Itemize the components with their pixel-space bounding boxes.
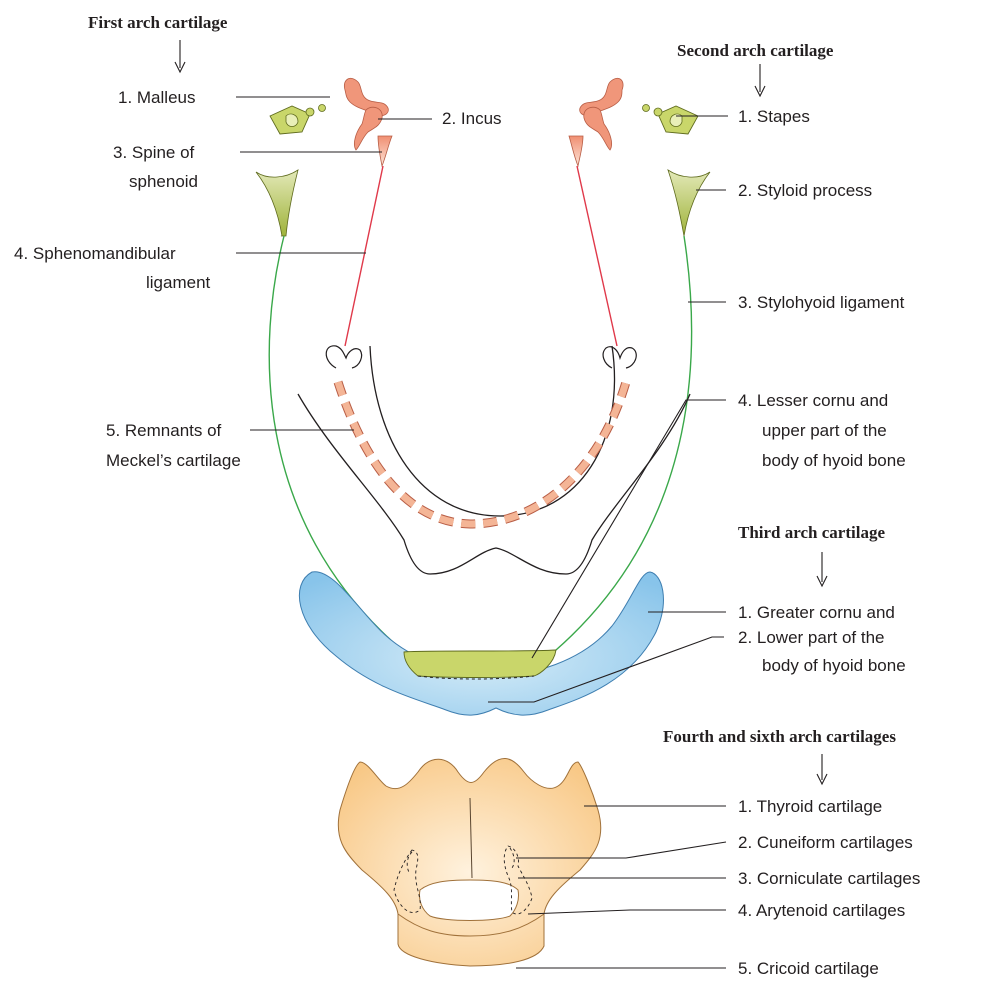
stapes-left-inner xyxy=(286,114,298,127)
label-meckel-line2: Meckel’s cartilage xyxy=(106,451,241,470)
stylohyoid-ligament-right xyxy=(556,236,692,650)
condyle-right xyxy=(603,347,636,368)
mandible-inner-outline xyxy=(370,346,614,516)
header-first-arch: First arch cartilage xyxy=(88,13,228,32)
label-lesser-line3: body of hyoid bone xyxy=(762,451,906,470)
label-arytenoid: 4. Arytenoid cartilages xyxy=(738,901,905,920)
label-meckel-line1: 5. Remnants of xyxy=(106,421,222,440)
label-stylohyoid: 3. Stylohyoid ligament xyxy=(738,293,905,312)
leader-arytenoid xyxy=(528,910,726,914)
label-malleus: 1. Malleus xyxy=(118,88,195,107)
styloid-process-right xyxy=(668,170,710,236)
label-lesser-line2: upper part of the xyxy=(762,421,887,440)
label-sphenomandibular-line1: 4. Sphenomandibular xyxy=(14,244,176,263)
header-third-arch: Third arch cartilage xyxy=(738,523,885,542)
hyoid-lesser-cornu-upper-body xyxy=(404,650,556,678)
label-lower-body-line1: 2. Lower part of the xyxy=(738,628,884,647)
condyle-left xyxy=(326,346,361,368)
label-lesser-line1: 4. Lesser cornu and xyxy=(738,391,888,410)
label-cuneiform: 2. Cuneiform cartilages xyxy=(738,833,913,852)
stapes-left-head xyxy=(306,108,314,116)
label-greater-cornu: 1. Greater cornu and xyxy=(738,603,895,622)
label-lower-body-line2: body of hyoid bone xyxy=(762,656,906,675)
lenticular-right xyxy=(643,105,650,112)
label-sphenomandibular-line2: ligament xyxy=(146,273,211,292)
label-spine-line2: sphenoid xyxy=(129,172,198,191)
laryngeal-inlet xyxy=(419,880,518,921)
spine-of-sphenoid-left xyxy=(378,136,392,166)
label-incus: 2. Incus xyxy=(442,109,502,128)
header-fourth-arch: Fourth and sixth arch cartilages xyxy=(663,727,896,746)
header-second-arch: Second arch cartilage xyxy=(677,41,834,60)
stapes-right-head xyxy=(654,108,662,116)
spine-of-sphenoid-right xyxy=(569,136,583,166)
sphenomandibular-ligament-left xyxy=(345,166,383,346)
left-ossicles xyxy=(270,78,388,150)
meckels-cartilage-remnants-outline xyxy=(338,382,626,524)
styloid-process-left xyxy=(256,170,298,236)
incus-right-shape xyxy=(584,107,612,150)
sphenomandibular-ligament-right xyxy=(577,166,617,346)
lenticular-left xyxy=(319,105,326,112)
thyroid-cartilage-shape xyxy=(338,758,601,966)
mandible-outer-outline xyxy=(298,394,690,574)
label-corniculate: 3. Corniculate cartilages xyxy=(738,869,920,888)
meckels-cartilage-remnants xyxy=(338,382,626,524)
label-stapes: 1. Stapes xyxy=(738,107,810,126)
label-cricoid: 5. Cricoid cartilage xyxy=(738,959,879,978)
label-styloid: 2. Styloid process xyxy=(738,181,872,200)
label-thyroid: 1. Thyroid cartilage xyxy=(738,797,882,816)
label-spine-line1: 3. Spine of xyxy=(113,143,195,162)
right-ossicles xyxy=(580,78,698,150)
